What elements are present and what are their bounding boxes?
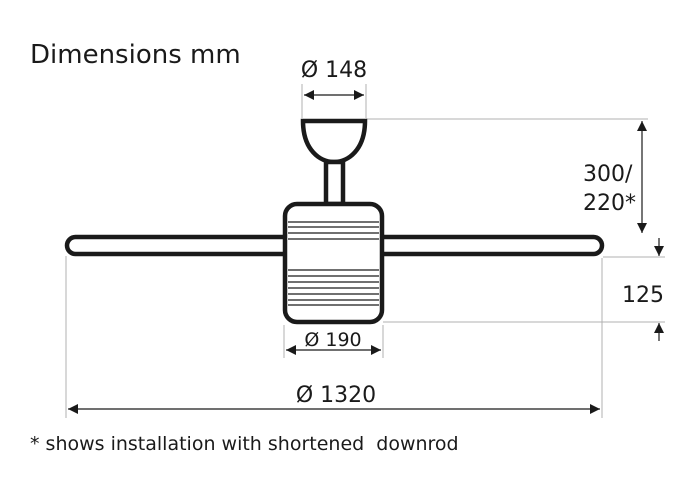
- motor-ribs: [288, 221, 379, 306]
- dimension-arrows: [68, 90, 664, 414]
- diagram-title: Dimensions mm: [30, 40, 241, 70]
- downrod-height-label-2: 220*: [583, 191, 636, 216]
- motor-height-label: 125: [622, 283, 664, 308]
- downrod: [323, 159, 346, 207]
- canopy-diameter-label: Ø 148: [301, 58, 367, 83]
- span-diameter-label: Ø 1320: [296, 383, 376, 408]
- footnote: * shows installation with shortened down…: [30, 433, 459, 455]
- downrod-height-label-1: 300/: [583, 162, 633, 187]
- canopy: [300, 118, 368, 165]
- motor-diameter-label: Ø 190: [304, 329, 361, 351]
- extension-lines: [65, 84, 665, 418]
